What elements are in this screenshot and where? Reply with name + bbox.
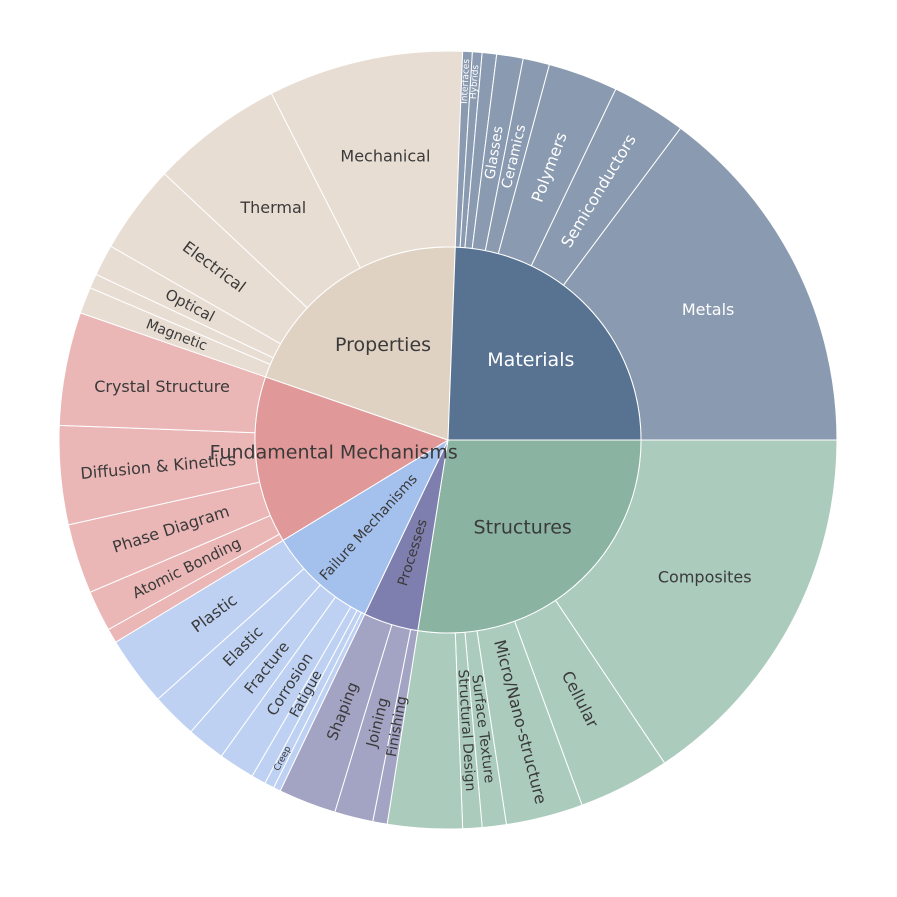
- segment-materials[interactable]: [447, 246, 642, 441]
- label-metals: Metals: [682, 300, 735, 319]
- segment-structures[interactable]: [417, 439, 642, 634]
- label-materials: Materials: [487, 349, 574, 371]
- label-thermal: Thermal: [239, 198, 306, 217]
- label-interfaces: Interfaces: [460, 58, 472, 104]
- label-crystal-structure: Crystal Structure: [94, 377, 230, 396]
- label-mechanical: Mechanical: [340, 146, 430, 165]
- label-hybrids: Hybrids: [469, 64, 482, 99]
- segment-fundamental-mechanisms[interactable]: [254, 376, 450, 542]
- label-composites: Composites: [658, 567, 752, 586]
- label-properties: Properties: [335, 334, 431, 356]
- label-structural-design: Structural Design: [454, 669, 478, 792]
- label-fundamental-mechanisms: Fundamental Mechanisms: [210, 441, 458, 463]
- segment-failure-mechanisms[interactable]: [282, 438, 450, 615]
- segment-properties[interactable]: [264, 246, 456, 441]
- label-structures: Structures: [474, 516, 572, 538]
